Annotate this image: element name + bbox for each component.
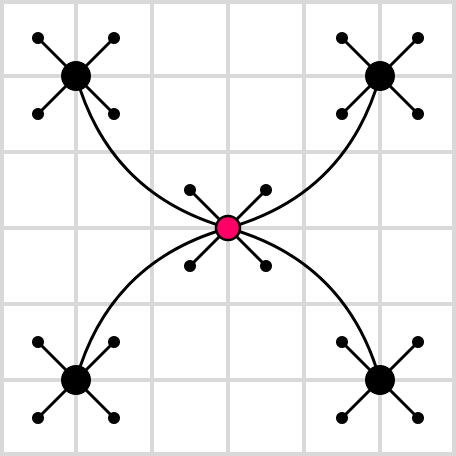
nodes	[32, 32, 424, 424]
connector-tip	[32, 108, 44, 120]
connector-tip	[108, 32, 120, 44]
connector-tip	[412, 336, 424, 348]
connector-tip	[336, 32, 348, 44]
connector-tip	[336, 108, 348, 120]
node-disc[interactable]	[61, 365, 91, 395]
hub-disc[interactable]	[214, 214, 242, 242]
connector-tip	[108, 412, 120, 424]
connection-curve	[74, 74, 230, 230]
connector-tip	[108, 108, 120, 120]
node-top-left[interactable]	[32, 32, 120, 120]
connection-curve	[226, 74, 382, 230]
node-disc[interactable]	[365, 61, 395, 91]
connector-tip	[412, 108, 424, 120]
connector-tip	[184, 260, 196, 272]
node-bottom-right[interactable]	[336, 336, 424, 424]
node-top-right[interactable]	[336, 32, 424, 120]
node-disc[interactable]	[365, 365, 395, 395]
node-bottom-left[interactable]	[32, 336, 120, 424]
connections	[74, 74, 382, 382]
connection-curve	[74, 226, 230, 382]
connector-tip	[32, 32, 44, 44]
node-disc[interactable]	[61, 61, 91, 91]
connector-tip	[336, 412, 348, 424]
connection-curve	[226, 226, 382, 382]
connector-tip	[260, 260, 272, 272]
connector-tip	[260, 184, 272, 196]
hub-node[interactable]	[184, 184, 272, 272]
connector-tip	[336, 336, 348, 348]
connector-tip	[412, 32, 424, 44]
connector-tip	[32, 412, 44, 424]
connector-tip	[184, 184, 196, 196]
connector-tip	[412, 412, 424, 424]
connector-tip	[108, 336, 120, 348]
connector-tip	[32, 336, 44, 348]
